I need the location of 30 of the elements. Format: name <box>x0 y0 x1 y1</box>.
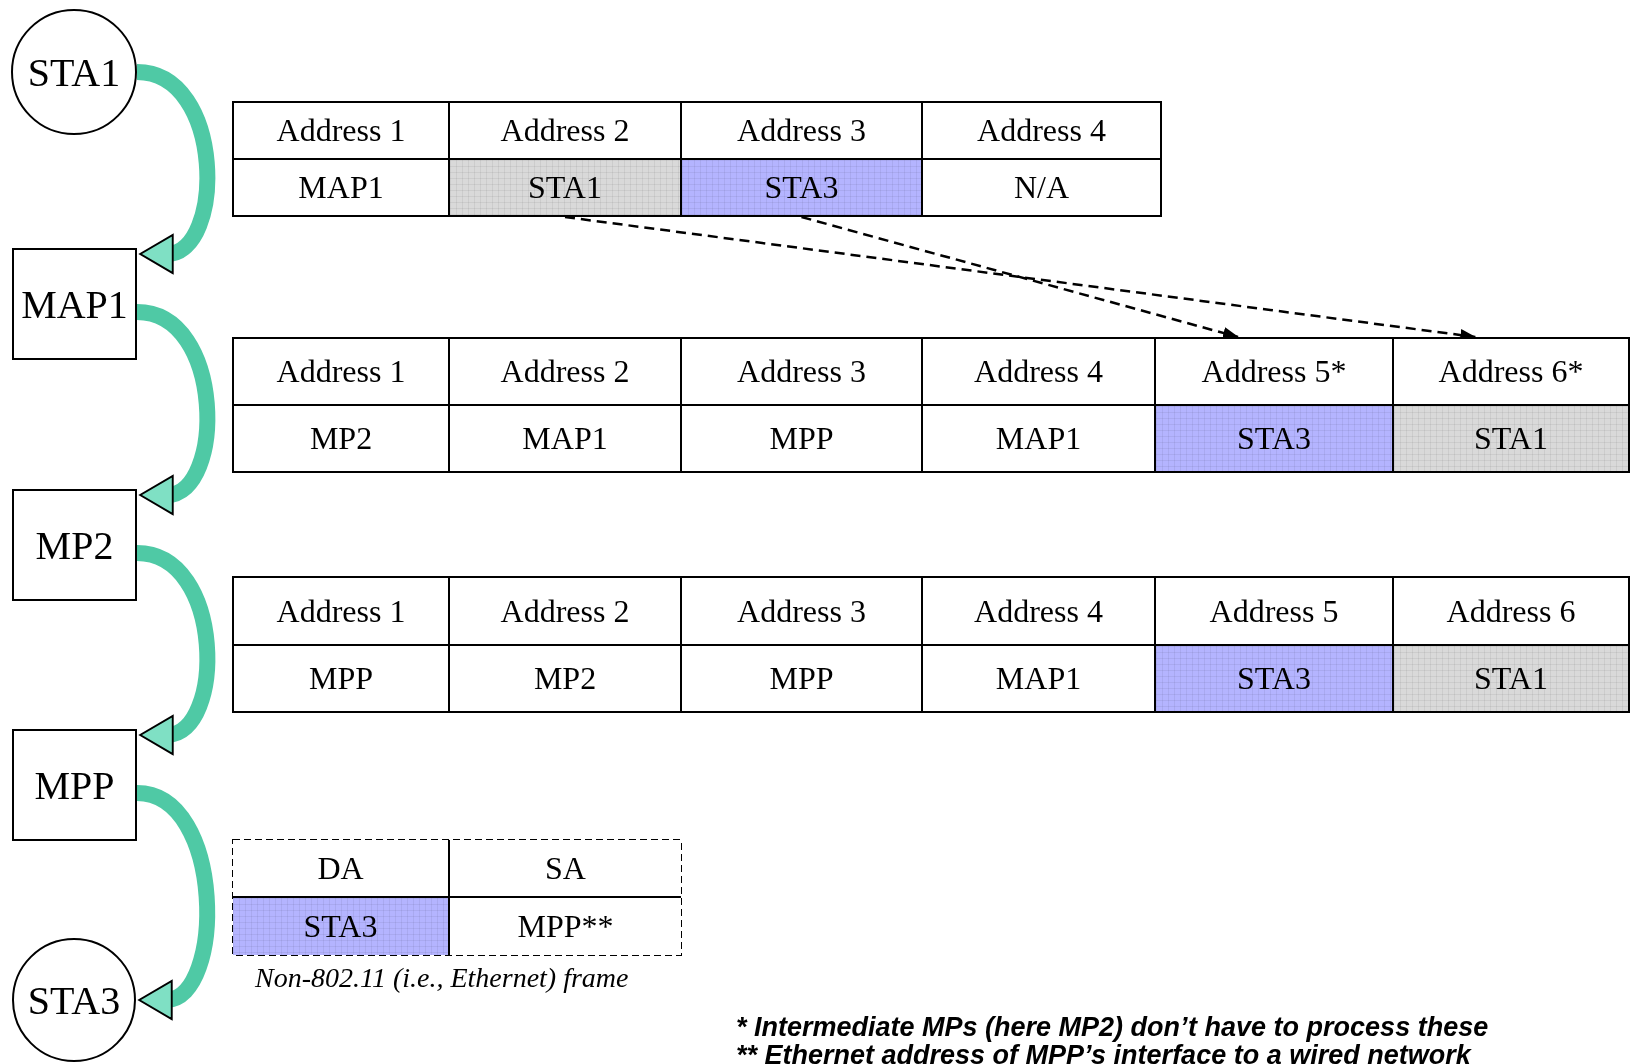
address-field: MAP1 <box>232 158 450 217</box>
address-field: Address 6 <box>1392 576 1630 646</box>
station-circle: STA1 <box>11 9 137 135</box>
address-field: Address 1 <box>232 576 450 646</box>
address-field: Address 1 <box>232 337 450 406</box>
station-circle: STA3 <box>12 938 136 1062</box>
address-field: Address 6* <box>1392 337 1630 406</box>
address-field: DA <box>233 840 450 898</box>
mesh-point-box: MP2 <box>12 489 137 601</box>
address-field: STA3 <box>233 898 450 955</box>
address-field: STA1 <box>1392 404 1630 473</box>
address-field: STA1 <box>1392 644 1630 713</box>
arrow <box>801 215 1239 339</box>
address-field: MPP** <box>450 898 681 955</box>
address-field: MP2 <box>232 404 450 473</box>
address-field: STA1 <box>448 158 682 217</box>
address-field: SA <box>450 840 681 898</box>
address-field: MPP <box>232 644 450 713</box>
curved-arrow <box>135 785 215 1018</box>
curved-arrow <box>135 64 216 272</box>
frame-caption: Non-802.11 (i.e., Ethernet) frame <box>255 962 629 994</box>
address-field: STA3 <box>1154 644 1394 713</box>
address-field: Address 1 <box>232 101 450 160</box>
mesh-point-box: MAP1 <box>12 248 137 360</box>
address-field: STA3 <box>1154 404 1394 473</box>
address-field: STA3 <box>680 158 923 217</box>
address-field: Address 4 <box>921 101 1162 160</box>
address-field: N/A <box>921 158 1162 217</box>
footnote: * Intermediate MPs (here MP2) don’t have to process these <box>736 1012 1489 1043</box>
mesh-point-box: MPP <box>12 729 137 841</box>
